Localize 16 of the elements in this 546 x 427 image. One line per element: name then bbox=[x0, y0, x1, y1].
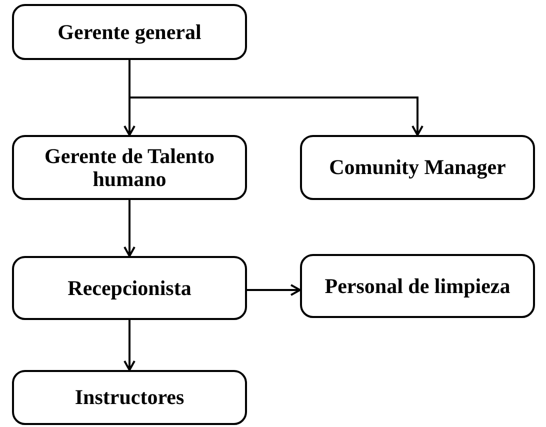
role-label: Instructores bbox=[74, 386, 186, 409]
role-label: Gerente de Talento humano bbox=[44, 145, 216, 190]
role-label: Gerente general bbox=[56, 20, 202, 44]
connector-arrow bbox=[124, 320, 136, 371]
role-label: Personal de limpieza bbox=[324, 274, 512, 298]
connector-arrow bbox=[128, 60, 424, 136]
role-label: Comunity Manager bbox=[328, 156, 507, 179]
connector-arrow bbox=[247, 284, 301, 296]
role-box bbox=[12, 135, 247, 200]
connector-arrow bbox=[124, 200, 136, 257]
role-box bbox=[12, 4, 247, 60]
role-label: Recepcionista bbox=[66, 276, 192, 300]
role-box bbox=[12, 256, 247, 320]
role-box bbox=[12, 370, 247, 425]
role-box bbox=[300, 254, 535, 318]
role-box bbox=[300, 135, 535, 200]
